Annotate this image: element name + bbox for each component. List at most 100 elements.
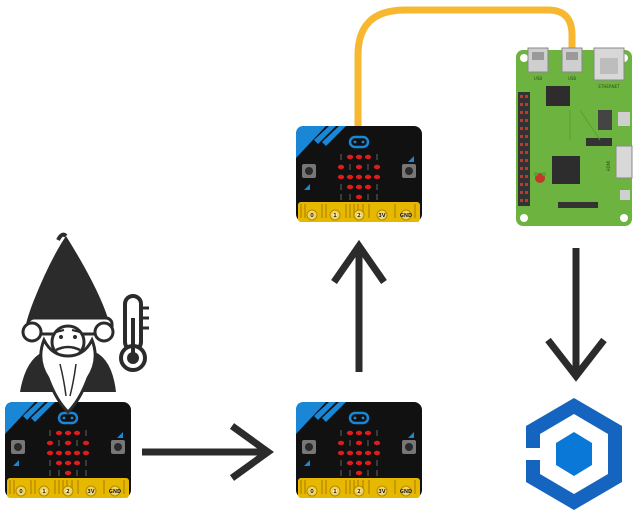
thermometer-icon bbox=[119, 294, 149, 372]
pin-label-3v: 3V bbox=[378, 489, 385, 495]
led-matrix bbox=[337, 154, 381, 200]
led-on bbox=[364, 450, 372, 456]
raspberry-pi: USB USB ETHERNET HDMI bbox=[516, 47, 633, 226]
led-off bbox=[349, 470, 351, 476]
led-off bbox=[376, 460, 378, 466]
led-on bbox=[355, 470, 363, 476]
led-on bbox=[364, 430, 372, 436]
led-on bbox=[73, 450, 81, 456]
led-on bbox=[82, 440, 90, 446]
hdmi-port bbox=[615, 145, 633, 179]
led-off bbox=[340, 184, 342, 190]
led-on bbox=[337, 450, 345, 456]
led-off bbox=[85, 430, 87, 436]
led-on bbox=[46, 450, 54, 456]
pin-label-2: 2 bbox=[66, 489, 70, 495]
led-on bbox=[337, 164, 345, 170]
led-on bbox=[373, 440, 381, 446]
led-on bbox=[55, 460, 63, 466]
led-on bbox=[64, 440, 72, 446]
ethernet-label: ETHERNET bbox=[598, 84, 620, 89]
led-off bbox=[49, 430, 51, 436]
hdmi-label: HDMI bbox=[606, 161, 611, 172]
led-on bbox=[64, 460, 72, 466]
led-off bbox=[85, 460, 87, 466]
led-off bbox=[85, 470, 87, 476]
led-off bbox=[349, 164, 351, 170]
led-on bbox=[355, 164, 363, 170]
led-on bbox=[346, 430, 354, 436]
led-on bbox=[346, 154, 354, 160]
usb-cable bbox=[354, 6, 576, 136]
led-on bbox=[373, 164, 381, 170]
pin-label-0: 0 bbox=[19, 489, 23, 495]
led-off bbox=[367, 164, 369, 170]
led-on bbox=[355, 460, 363, 466]
led-off bbox=[58, 440, 60, 446]
pin-label-gnd: GND bbox=[400, 213, 412, 219]
soc-chip bbox=[552, 156, 580, 184]
pin-label-1: 1 bbox=[333, 489, 337, 495]
pin-label-2: 2 bbox=[357, 213, 361, 219]
led-on bbox=[55, 450, 63, 456]
bridge-microbit: 0 1 2 3V GND bbox=[294, 124, 424, 224]
led-on bbox=[346, 460, 354, 466]
pin-label-3v: 3V bbox=[87, 489, 94, 495]
led-off bbox=[340, 154, 342, 160]
relay-microbit: 0 1 2 3V GND bbox=[294, 400, 424, 500]
led-on bbox=[64, 470, 72, 476]
led-off bbox=[340, 194, 342, 200]
led-off bbox=[367, 194, 369, 200]
led-off bbox=[367, 470, 369, 476]
pin-label-gnd: GND bbox=[109, 489, 121, 495]
led-off bbox=[376, 194, 378, 200]
led-off bbox=[376, 430, 378, 436]
led-on bbox=[73, 460, 81, 466]
led-off bbox=[340, 470, 342, 476]
led-matrix bbox=[46, 430, 90, 476]
led-off bbox=[76, 440, 78, 446]
pin-label-0: 0 bbox=[310, 213, 314, 219]
pin-label-gnd: GND bbox=[400, 489, 412, 495]
led-off bbox=[376, 154, 378, 160]
led-on bbox=[373, 174, 381, 180]
led-off bbox=[58, 470, 60, 476]
led-off bbox=[340, 460, 342, 466]
led-on bbox=[337, 440, 345, 446]
led-off bbox=[76, 470, 78, 476]
led-on bbox=[364, 460, 372, 466]
led-on bbox=[46, 440, 54, 446]
led-on bbox=[355, 184, 363, 190]
pin-label-0: 0 bbox=[310, 489, 314, 495]
led-on bbox=[337, 174, 345, 180]
led-off bbox=[349, 194, 351, 200]
led-on bbox=[64, 450, 72, 456]
led-on bbox=[355, 430, 363, 436]
led-on bbox=[355, 440, 363, 446]
pin-label-1: 1 bbox=[42, 489, 46, 495]
led-on bbox=[364, 184, 372, 190]
led-off bbox=[49, 470, 51, 476]
led-on bbox=[355, 450, 363, 456]
led-off bbox=[349, 440, 351, 446]
led-on bbox=[364, 174, 372, 180]
led-off bbox=[49, 460, 51, 466]
led-off bbox=[367, 440, 369, 446]
led-off bbox=[340, 430, 342, 436]
pin-label-2: 2 bbox=[357, 489, 361, 495]
pin-label-3v: 3V bbox=[378, 213, 385, 219]
led-off bbox=[376, 184, 378, 190]
led-on bbox=[355, 194, 363, 200]
azure-iot-hub-icon bbox=[520, 398, 622, 510]
led-on bbox=[82, 450, 90, 456]
sensor-microbit: 0 1 2 3V GND bbox=[3, 400, 133, 500]
led-on bbox=[373, 450, 381, 456]
gpio-pins bbox=[520, 95, 528, 202]
arrow-sensor-to-relay bbox=[142, 423, 274, 481]
led-off bbox=[376, 470, 378, 476]
led-on bbox=[73, 430, 81, 436]
arrow-relay-to-bridge bbox=[331, 239, 387, 372]
led-matrix bbox=[337, 430, 381, 476]
led-on bbox=[364, 154, 372, 160]
